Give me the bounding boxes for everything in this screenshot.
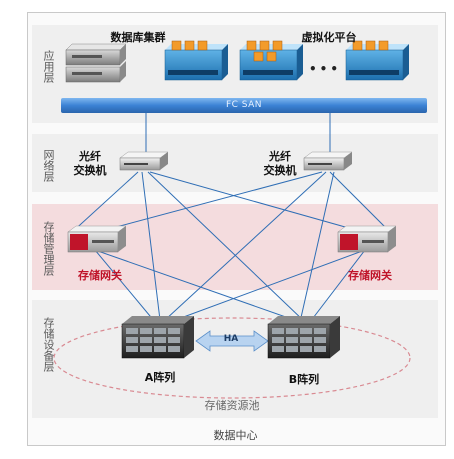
layer-label-network: 网络层 <box>42 148 55 182</box>
fc-san-label: FC SAN <box>225 100 263 110</box>
db-cluster-label: 数据库集群 <box>110 31 166 44</box>
virtualization-label: 虚拟化平台 <box>301 31 357 44</box>
fibre-switch-right <box>303 151 353 171</box>
layer-label-application: 应用层 <box>42 49 55 83</box>
storage-pool-ellipse <box>53 317 411 399</box>
array-b-label: B阵列 <box>288 373 320 386</box>
gateway-left-label: 存储网关 <box>78 269 122 282</box>
disk-array-b <box>267 316 340 359</box>
storage-gateway-right <box>337 225 397 253</box>
fibre-switch-left <box>119 151 169 171</box>
fc-san-bar <box>61 98 427 113</box>
virt-server-2 <box>239 40 303 81</box>
db-server-stack <box>65 43 127 83</box>
san-to-switch-links <box>145 113 331 155</box>
layer-label-storage-device: 存储设备层 <box>42 316 55 372</box>
layer-label-storage-mgmt: 存储管理层 <box>42 220 55 276</box>
more-servers-ellipsis: ••• <box>309 62 342 76</box>
virt-server-3 <box>345 40 409 81</box>
disk-array-a <box>121 316 194 359</box>
network-layer-band <box>32 134 438 192</box>
array-a-label: A阵列 <box>144 371 176 384</box>
ha-label: HA <box>223 334 239 344</box>
fibre-mesh-links <box>69 171 391 323</box>
storage-gateway-left <box>67 225 127 253</box>
gateway-right-label: 存储网关 <box>348 269 392 282</box>
switch-left-label: 光纤 交换机 <box>73 150 107 177</box>
datacenter-label: 数据中心 <box>213 429 258 442</box>
storage-pool-label: 存储资源池 <box>204 399 260 412</box>
switch-right-label: 光纤 交换机 <box>263 150 297 177</box>
virt-server-1 <box>164 40 228 81</box>
